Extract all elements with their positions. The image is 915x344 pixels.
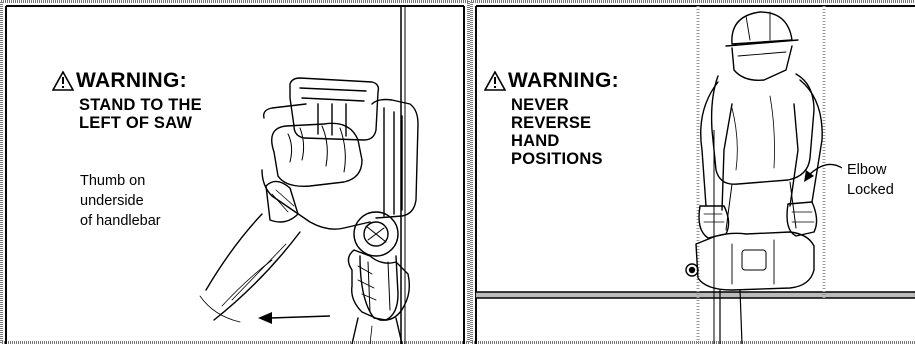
elbow-pointer-arrow-icon <box>804 164 842 182</box>
operator-stance-illustration <box>470 0 915 344</box>
right-panel: WARNING: NEVER REVERSE HAND POSITIONS El… <box>470 0 915 344</box>
left-panel: WARNING: STAND TO THE LEFT OF SAW Thumb … <box>0 0 470 344</box>
direction-arrow-icon <box>258 312 330 324</box>
chainsaw-grip-illustration <box>0 0 470 344</box>
